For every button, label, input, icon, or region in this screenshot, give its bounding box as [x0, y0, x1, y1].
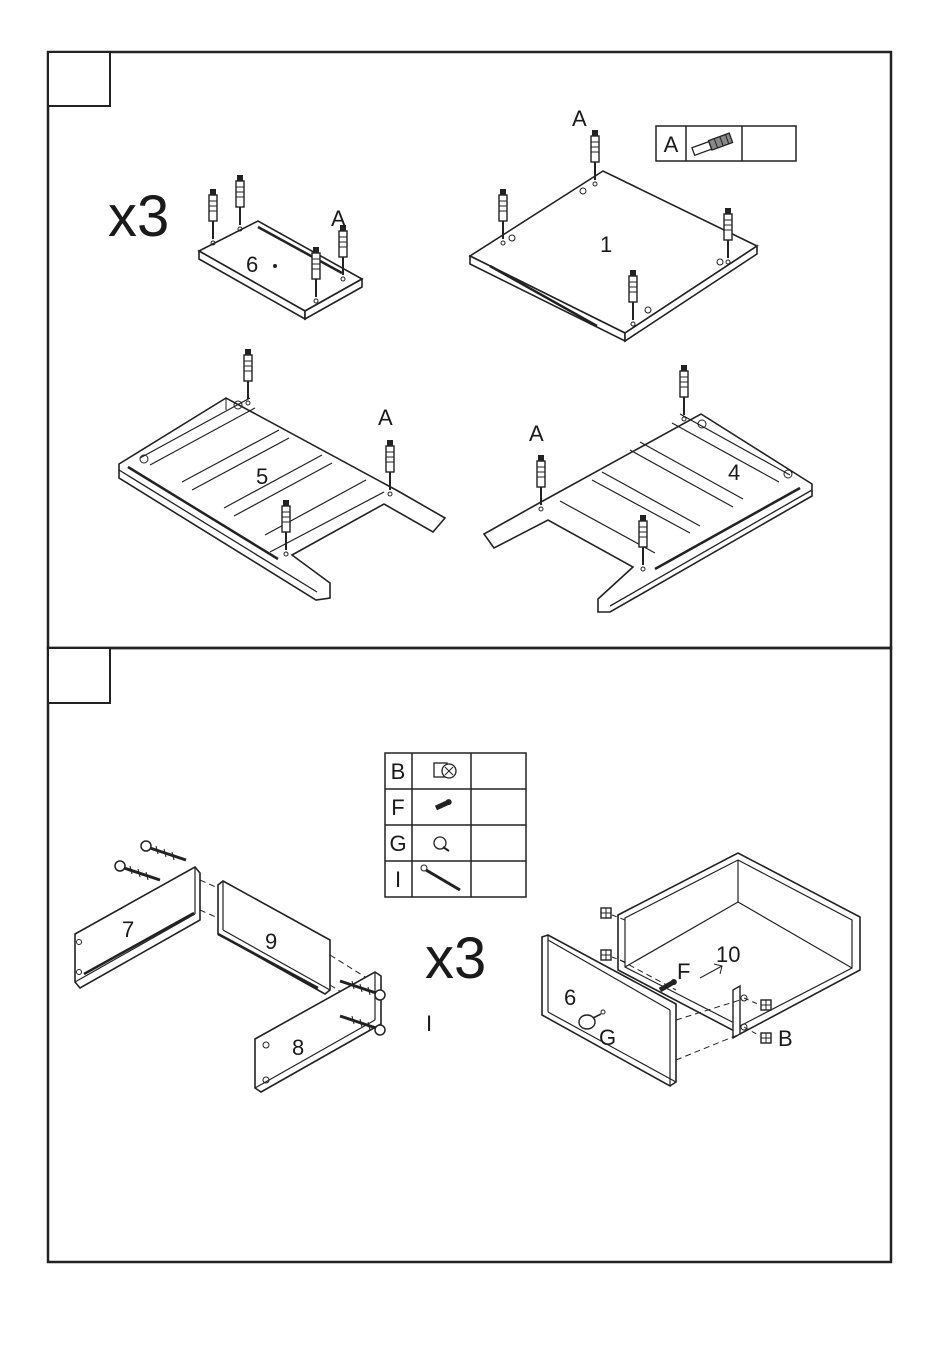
part-label-8: 8 — [292, 1035, 304, 1060]
part-label-6-small: 6 — [246, 252, 258, 277]
part-side-8: 8 I — [255, 972, 432, 1092]
part-label-9: 9 — [265, 929, 277, 954]
dowel-label-a-top: A — [572, 106, 587, 131]
cam-lock-b-icon — [434, 763, 456, 778]
part-small-panel-6: 6 A — [199, 175, 362, 319]
step-1-number-box — [48, 52, 110, 106]
cam-label-b: B — [778, 1026, 793, 1051]
part-label-7: 7 — [122, 917, 134, 942]
step-1-panel: x3 A 6 — [48, 52, 891, 648]
dowel-label-a-small: A — [331, 206, 346, 231]
legend-letter-i: I — [395, 867, 401, 892]
part-frame-4: 4 A — [484, 365, 812, 612]
screw-label-f: F — [677, 959, 690, 984]
part-label-10: 10 — [716, 942, 740, 967]
part-side-7: 7 — [75, 841, 200, 988]
step-1-multiplier: x3 — [108, 184, 169, 249]
dowel-label-a-left: A — [378, 405, 393, 430]
part-frame-5: 5 A — [119, 349, 445, 600]
step-2-multiplier: x3 — [425, 926, 486, 991]
part-label-6-front: 6 — [564, 985, 576, 1010]
part-label-5: 5 — [256, 464, 268, 489]
legend-letter-a: A — [664, 132, 679, 157]
screw-label-i: I — [426, 1011, 432, 1036]
legend-letter-b: B — [391, 759, 406, 784]
part-label-4: 4 — [728, 460, 740, 485]
legend-letter-f: F — [391, 795, 404, 820]
part-label-1: 1 — [600, 232, 612, 257]
hardware-legend-step-1: A — [656, 126, 796, 161]
legend-letter-g: G — [389, 831, 406, 856]
step-2-number-box — [48, 648, 110, 703]
knob-label-g: G — [599, 1025, 616, 1050]
dowel-label-a-right: A — [529, 421, 544, 446]
step-2-panel: x3 B F G I — [48, 648, 891, 1262]
hardware-legend-step-2: B F G I — [385, 753, 526, 897]
